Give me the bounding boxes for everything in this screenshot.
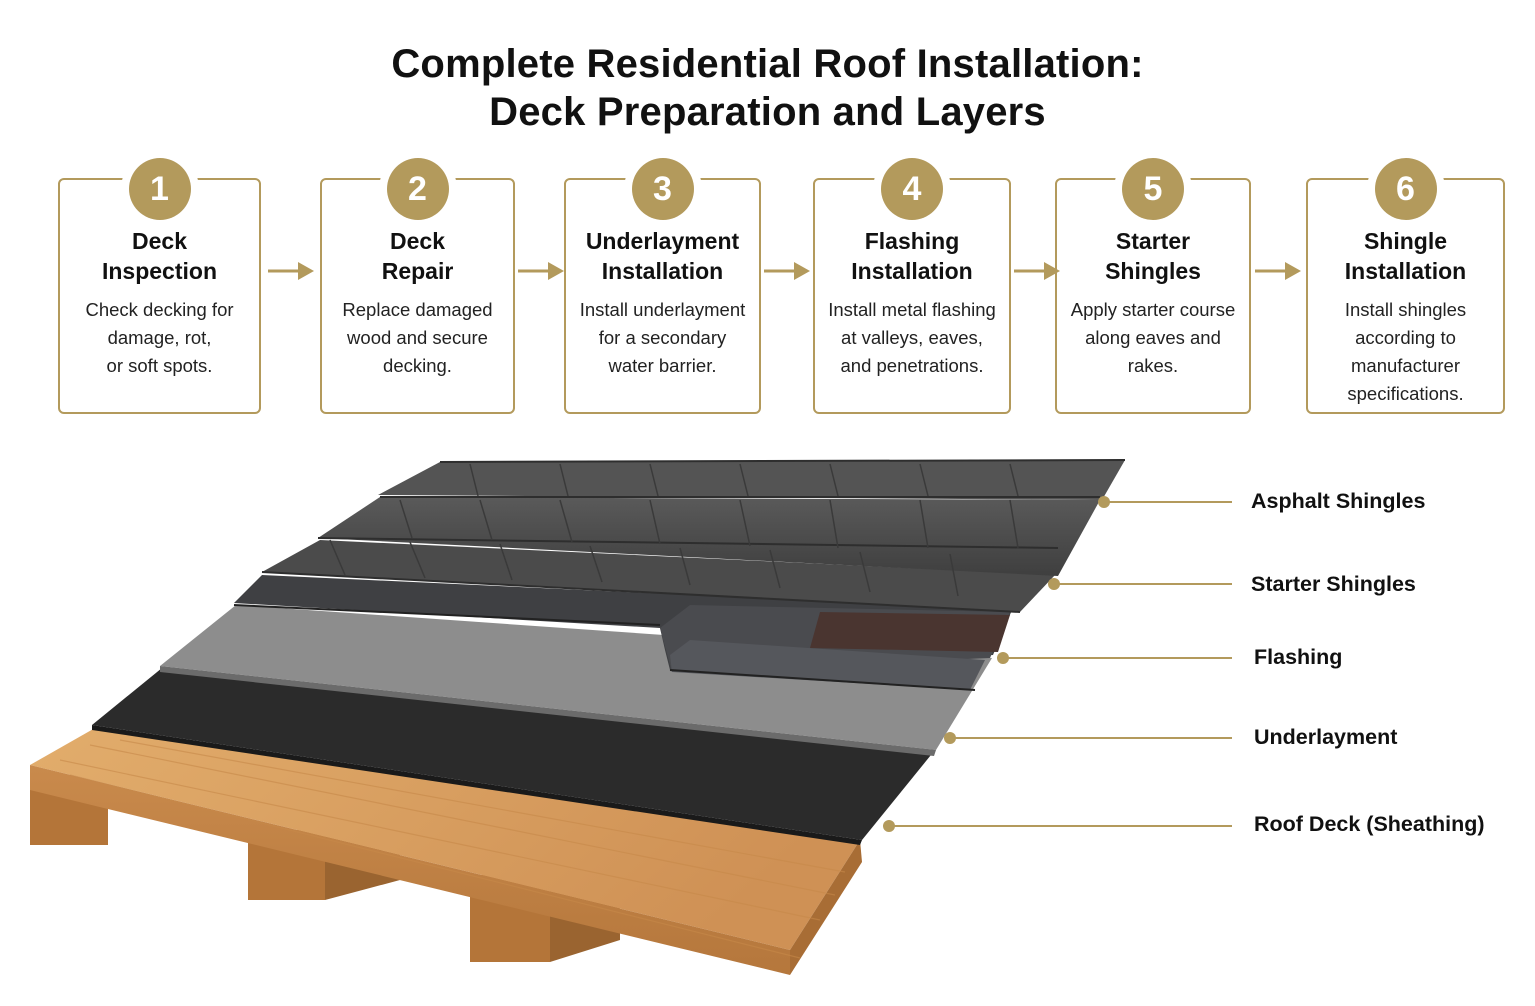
step-desc-line: Replace damaged: [342, 299, 493, 320]
step-desc-line: Apply starter course: [1070, 299, 1236, 320]
step-desc-line: rakes.: [1127, 355, 1179, 376]
step-title-line: Repair: [381, 258, 454, 284]
step-desc-line: Install shingles: [1344, 299, 1467, 320]
step-desc-line: Check decking for: [85, 299, 234, 320]
step-title-line: Deck: [132, 228, 187, 254]
underlayment-dark-layer: [92, 668, 935, 845]
layer-label-starter-shingles: Starter Shingles: [1251, 572, 1416, 596]
step-title-line: Installation: [851, 258, 973, 284]
step-card-1: 1 Deck Inspection Check decking for dama…: [58, 158, 261, 414]
step-title-line: Flashing: [864, 228, 960, 254]
step-description: Check decking for damage, rot, or soft s…: [68, 296, 251, 380]
layer-label-asphalt-shingles: Asphalt Shingles: [1251, 489, 1426, 513]
step-title: Deck Repair: [322, 226, 513, 286]
shingle-layers: [261, 459, 1126, 613]
step-description: Install shingles according to manufactur…: [1316, 296, 1495, 408]
step-number-badge: 2: [386, 158, 449, 220]
step-card-4: 4 Flashing Installation Install metal fl…: [813, 158, 1011, 414]
step-card-3: 3 Underlayment Installation Install unde…: [564, 158, 761, 414]
step-title-line: Shingle: [1363, 228, 1448, 254]
flashing-layer: [233, 575, 1012, 691]
step-desc-line: wood and secure: [347, 327, 488, 348]
underlayment-grey-layer: [160, 605, 992, 756]
diagram-title: Complete Residential Roof Installation: …: [0, 40, 1535, 136]
step-number-badge: 4: [881, 158, 943, 220]
arrow-right-icon: [1014, 262, 1060, 280]
step-title: Flashing Installation: [815, 226, 1009, 286]
step-title: Shingle Installation: [1308, 226, 1503, 286]
step-desc-line: at valleys, eaves,: [841, 327, 983, 348]
step-card-2: 2 Deck Repair Replace damaged wood and s…: [320, 158, 515, 414]
step-description: Apply starter course along eaves and rak…: [1065, 296, 1241, 380]
roof-deck-layer: [30, 728, 862, 975]
step-desc-line: damage, rot,: [107, 327, 212, 348]
step-title-line: Deck: [390, 228, 445, 254]
step-title: Starter Shingles: [1057, 226, 1249, 286]
step-card-6: 6 Shingle Installation Install shingles …: [1306, 158, 1505, 414]
step-number-badge: 3: [631, 158, 694, 220]
step-desc-line: manufacturer: [1351, 355, 1460, 376]
step-desc-line: or soft spots.: [106, 355, 213, 376]
step-desc-line: specifications.: [1347, 383, 1464, 404]
step-description: Install metal flashing at valleys, eaves…: [823, 296, 1001, 380]
roof-joists: [30, 790, 620, 962]
step-number-badge: 6: [1374, 158, 1437, 220]
step-desc-line: Install metal flashing: [828, 299, 996, 320]
step-desc-line: Install underlayment: [579, 299, 746, 320]
step-desc-line: and penetrations.: [840, 355, 984, 376]
step-number-badge: 1: [128, 158, 191, 220]
step-title-line: Shingles: [1105, 258, 1201, 284]
step-title-line: Inspection: [101, 258, 217, 284]
title-line-1: Complete Residential Roof Installation:: [391, 42, 1144, 86]
step-title-line: Installation: [601, 258, 724, 284]
step-desc-line: water barrier.: [608, 355, 717, 376]
layer-label-underlayment: Underlayment: [1254, 725, 1398, 749]
step-desc-line: along eaves and: [1085, 327, 1221, 348]
step-description: Install underlayment for a secondary wat…: [574, 296, 751, 380]
step-desc-line: for a secondary: [598, 327, 727, 348]
step-title-line: Installation: [1344, 258, 1467, 284]
arrow-right-icon: [764, 262, 810, 280]
step-title-line: Starter: [1115, 228, 1191, 254]
layer-leader-lines: [883, 496, 1232, 832]
step-desc-line: decking.: [383, 355, 452, 376]
step-description: Replace damaged wood and secure decking.: [330, 296, 505, 380]
arrow-right-icon: [268, 262, 314, 280]
step-title: Underlayment Installation: [566, 226, 759, 286]
layer-label-roof-deck: Roof Deck (Sheathing): [1254, 812, 1485, 836]
step-card-5: 5 Starter Shingles Apply starter course …: [1055, 158, 1251, 414]
step-title: Deck Inspection: [60, 226, 259, 286]
arrow-right-icon: [518, 262, 564, 280]
arrow-right-icon: [1255, 262, 1301, 280]
step-title-line: Underlayment: [585, 228, 740, 254]
layer-label-flashing: Flashing: [1254, 645, 1343, 669]
title-line-2: Deck Preparation and Layers: [489, 90, 1046, 134]
step-number-badge: 5: [1122, 158, 1184, 220]
step-desc-line: according to: [1355, 327, 1456, 348]
